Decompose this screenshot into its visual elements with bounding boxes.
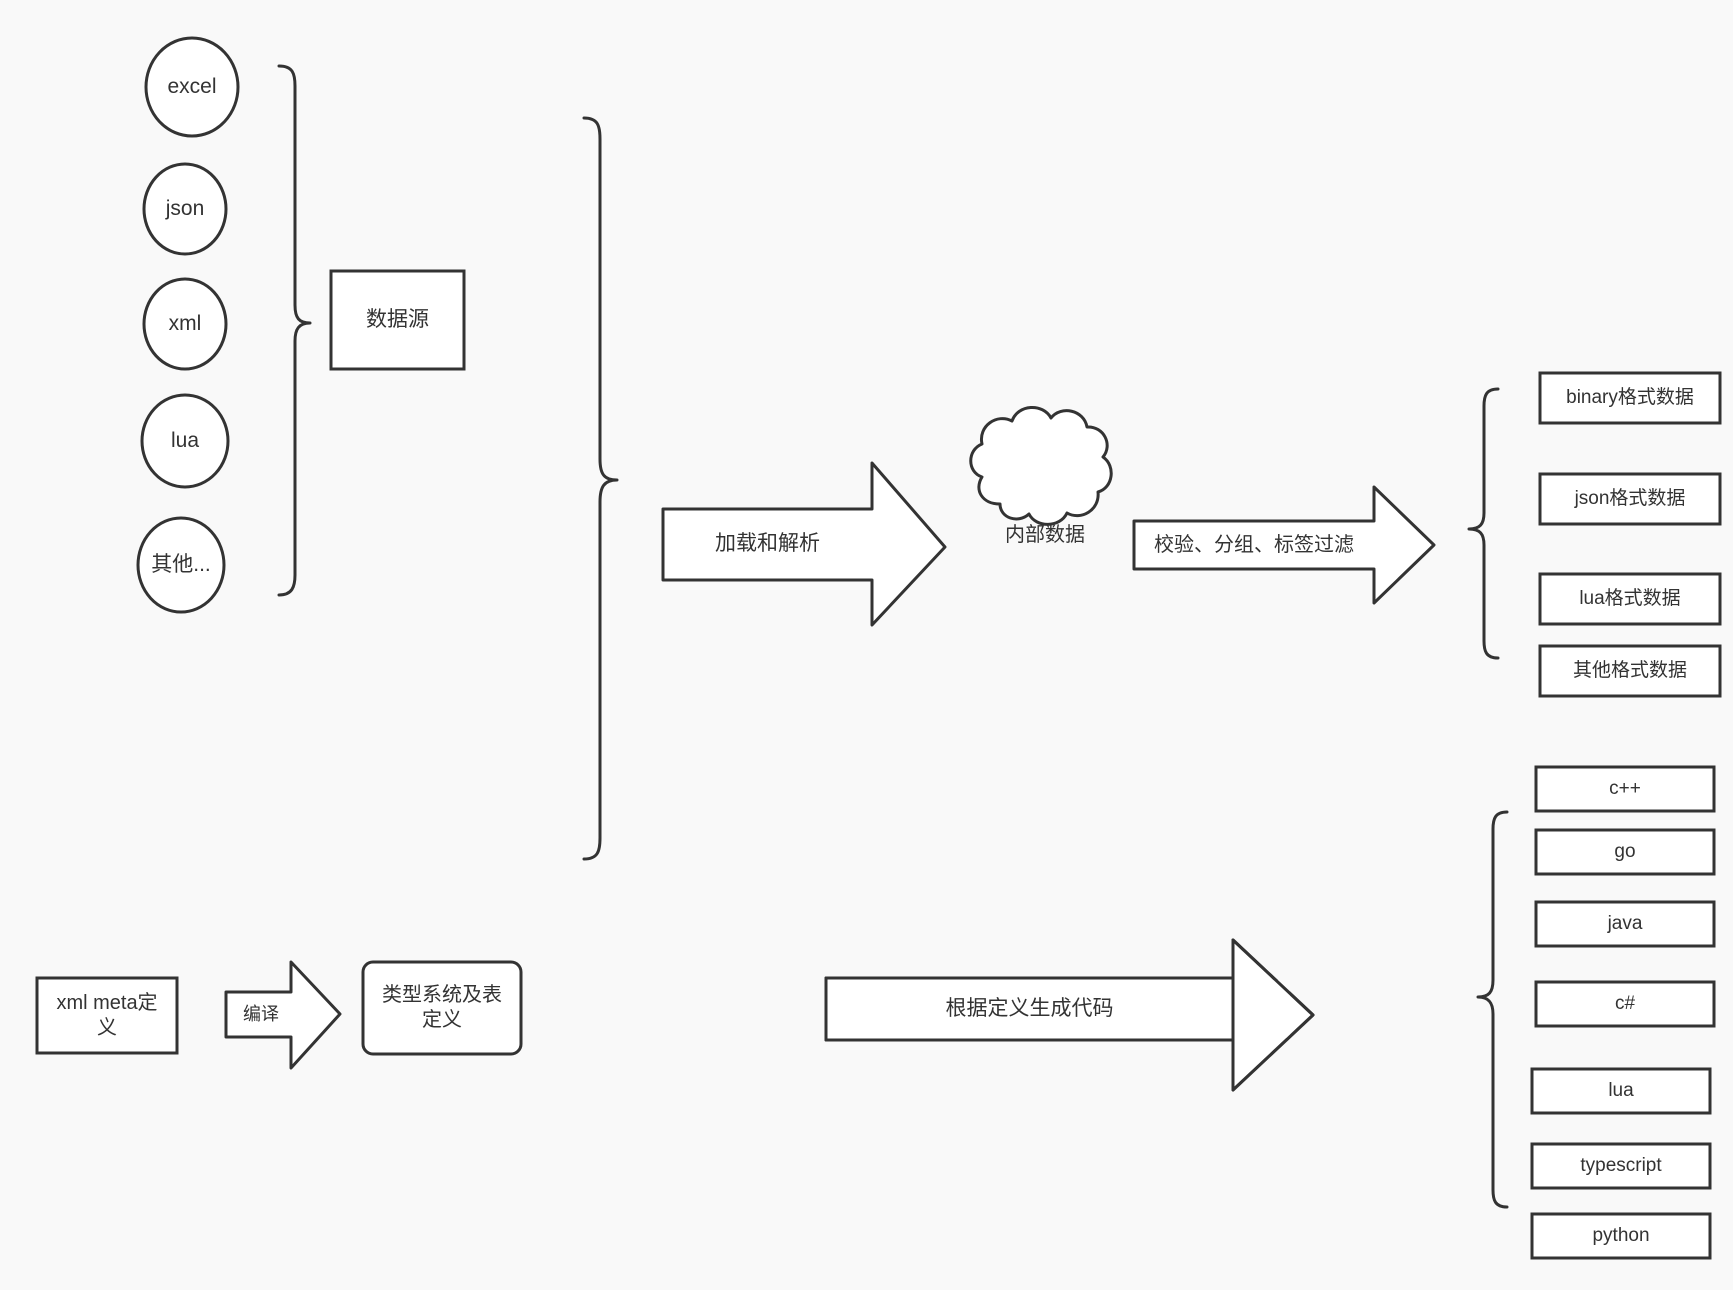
compile-arrow[interactable] <box>224 960 342 1070</box>
lang-box-cpp[interactable] <box>1534 765 1716 813</box>
lang-box-go[interactable] <box>1534 828 1716 876</box>
codegen-arrow-outline <box>824 938 1315 1092</box>
data-source-box[interactable] <box>329 269 466 371</box>
type-system-box[interactable] <box>361 960 523 1056</box>
output-box-json[interactable] <box>1538 472 1722 526</box>
output-box-lua[interactable] <box>1538 572 1722 626</box>
source-ellipse-xml[interactable] <box>142 277 228 371</box>
data-format-brace <box>1467 387 1500 660</box>
xml-meta-box[interactable] <box>35 976 179 1055</box>
source-ellipse-other[interactable] <box>136 516 226 614</box>
source-ellipse-excel[interactable] <box>144 36 240 138</box>
lang-box-java[interactable] <box>1534 900 1716 948</box>
lang-box-csharp[interactable] <box>1534 980 1716 1028</box>
source-ellipse-lua[interactable] <box>140 393 230 489</box>
codegen-arrow-body-cover <box>1235 980 1290 1038</box>
lang-box-lua[interactable] <box>1530 1067 1712 1115</box>
lang-box-typescript[interactable] <box>1530 1142 1712 1190</box>
output-box-other[interactable] <box>1538 644 1722 698</box>
source-ellipse-json[interactable] <box>142 162 228 256</box>
lang-box-python[interactable] <box>1530 1212 1712 1260</box>
filter-arrow[interactable] <box>1132 485 1436 605</box>
internal-data-cloud[interactable] <box>969 406 1113 526</box>
sources-group-brace <box>277 64 312 597</box>
load-parse-arrow[interactable] <box>661 461 947 627</box>
pipeline-input-brace <box>582 116 619 861</box>
language-brace <box>1476 810 1509 1209</box>
output-box-binary[interactable] <box>1538 371 1722 425</box>
